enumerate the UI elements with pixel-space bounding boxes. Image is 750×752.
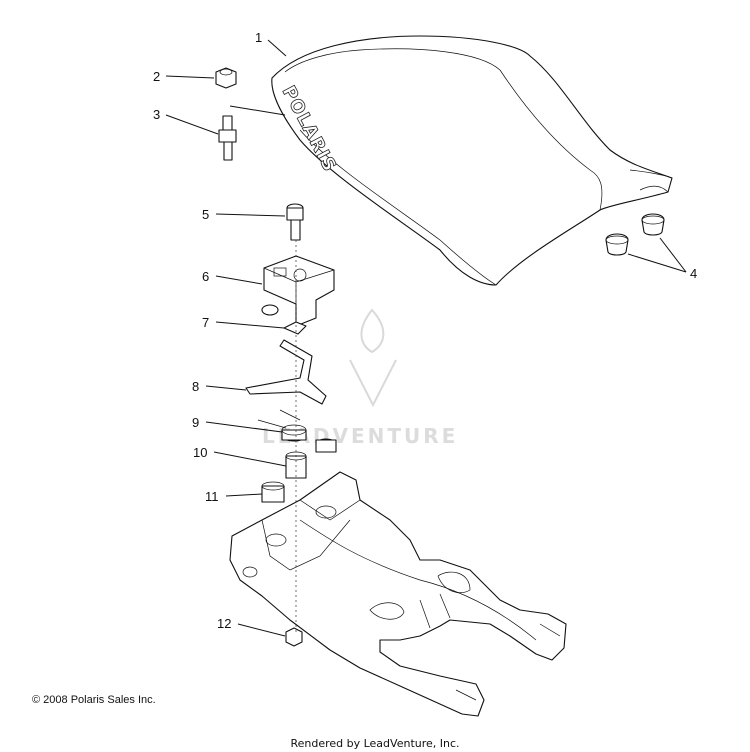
leader-lines	[165, 39, 687, 637]
callout-5: 5	[202, 207, 209, 222]
callout-9: 9	[192, 415, 199, 430]
latch-rod	[245, 339, 327, 405]
clip	[283, 321, 307, 335]
callout-1: 1	[255, 30, 262, 45]
callout-4: 4	[690, 266, 697, 281]
grommets	[605, 213, 665, 256]
nut	[215, 67, 237, 89]
callout-2: 2	[153, 69, 160, 84]
copyright-notice: © 2008 Polaris Sales Inc.	[32, 694, 156, 706]
callout-8: 8	[192, 379, 199, 394]
callout-3: 3	[153, 107, 160, 122]
callout-numbers: 1 2 3 4 5 6 7 8 9 10 11 12	[153, 30, 697, 631]
callout-6: 6	[202, 269, 209, 284]
rear-subframe	[229, 471, 567, 717]
callout-10: 10	[193, 445, 207, 460]
callout-11: 11	[205, 489, 219, 504]
spring	[257, 409, 307, 442]
rendered-by-credit: Rendered by LeadVenture, Inc.	[290, 737, 460, 750]
shoulder-bolt	[286, 203, 304, 241]
frame-grommet	[261, 481, 285, 503]
callout-12: 12	[217, 616, 231, 631]
latch-bracket	[261, 255, 335, 327]
callout-7: 7	[202, 315, 209, 330]
lower-nut	[285, 627, 303, 647]
stud-bolt	[218, 115, 237, 161]
